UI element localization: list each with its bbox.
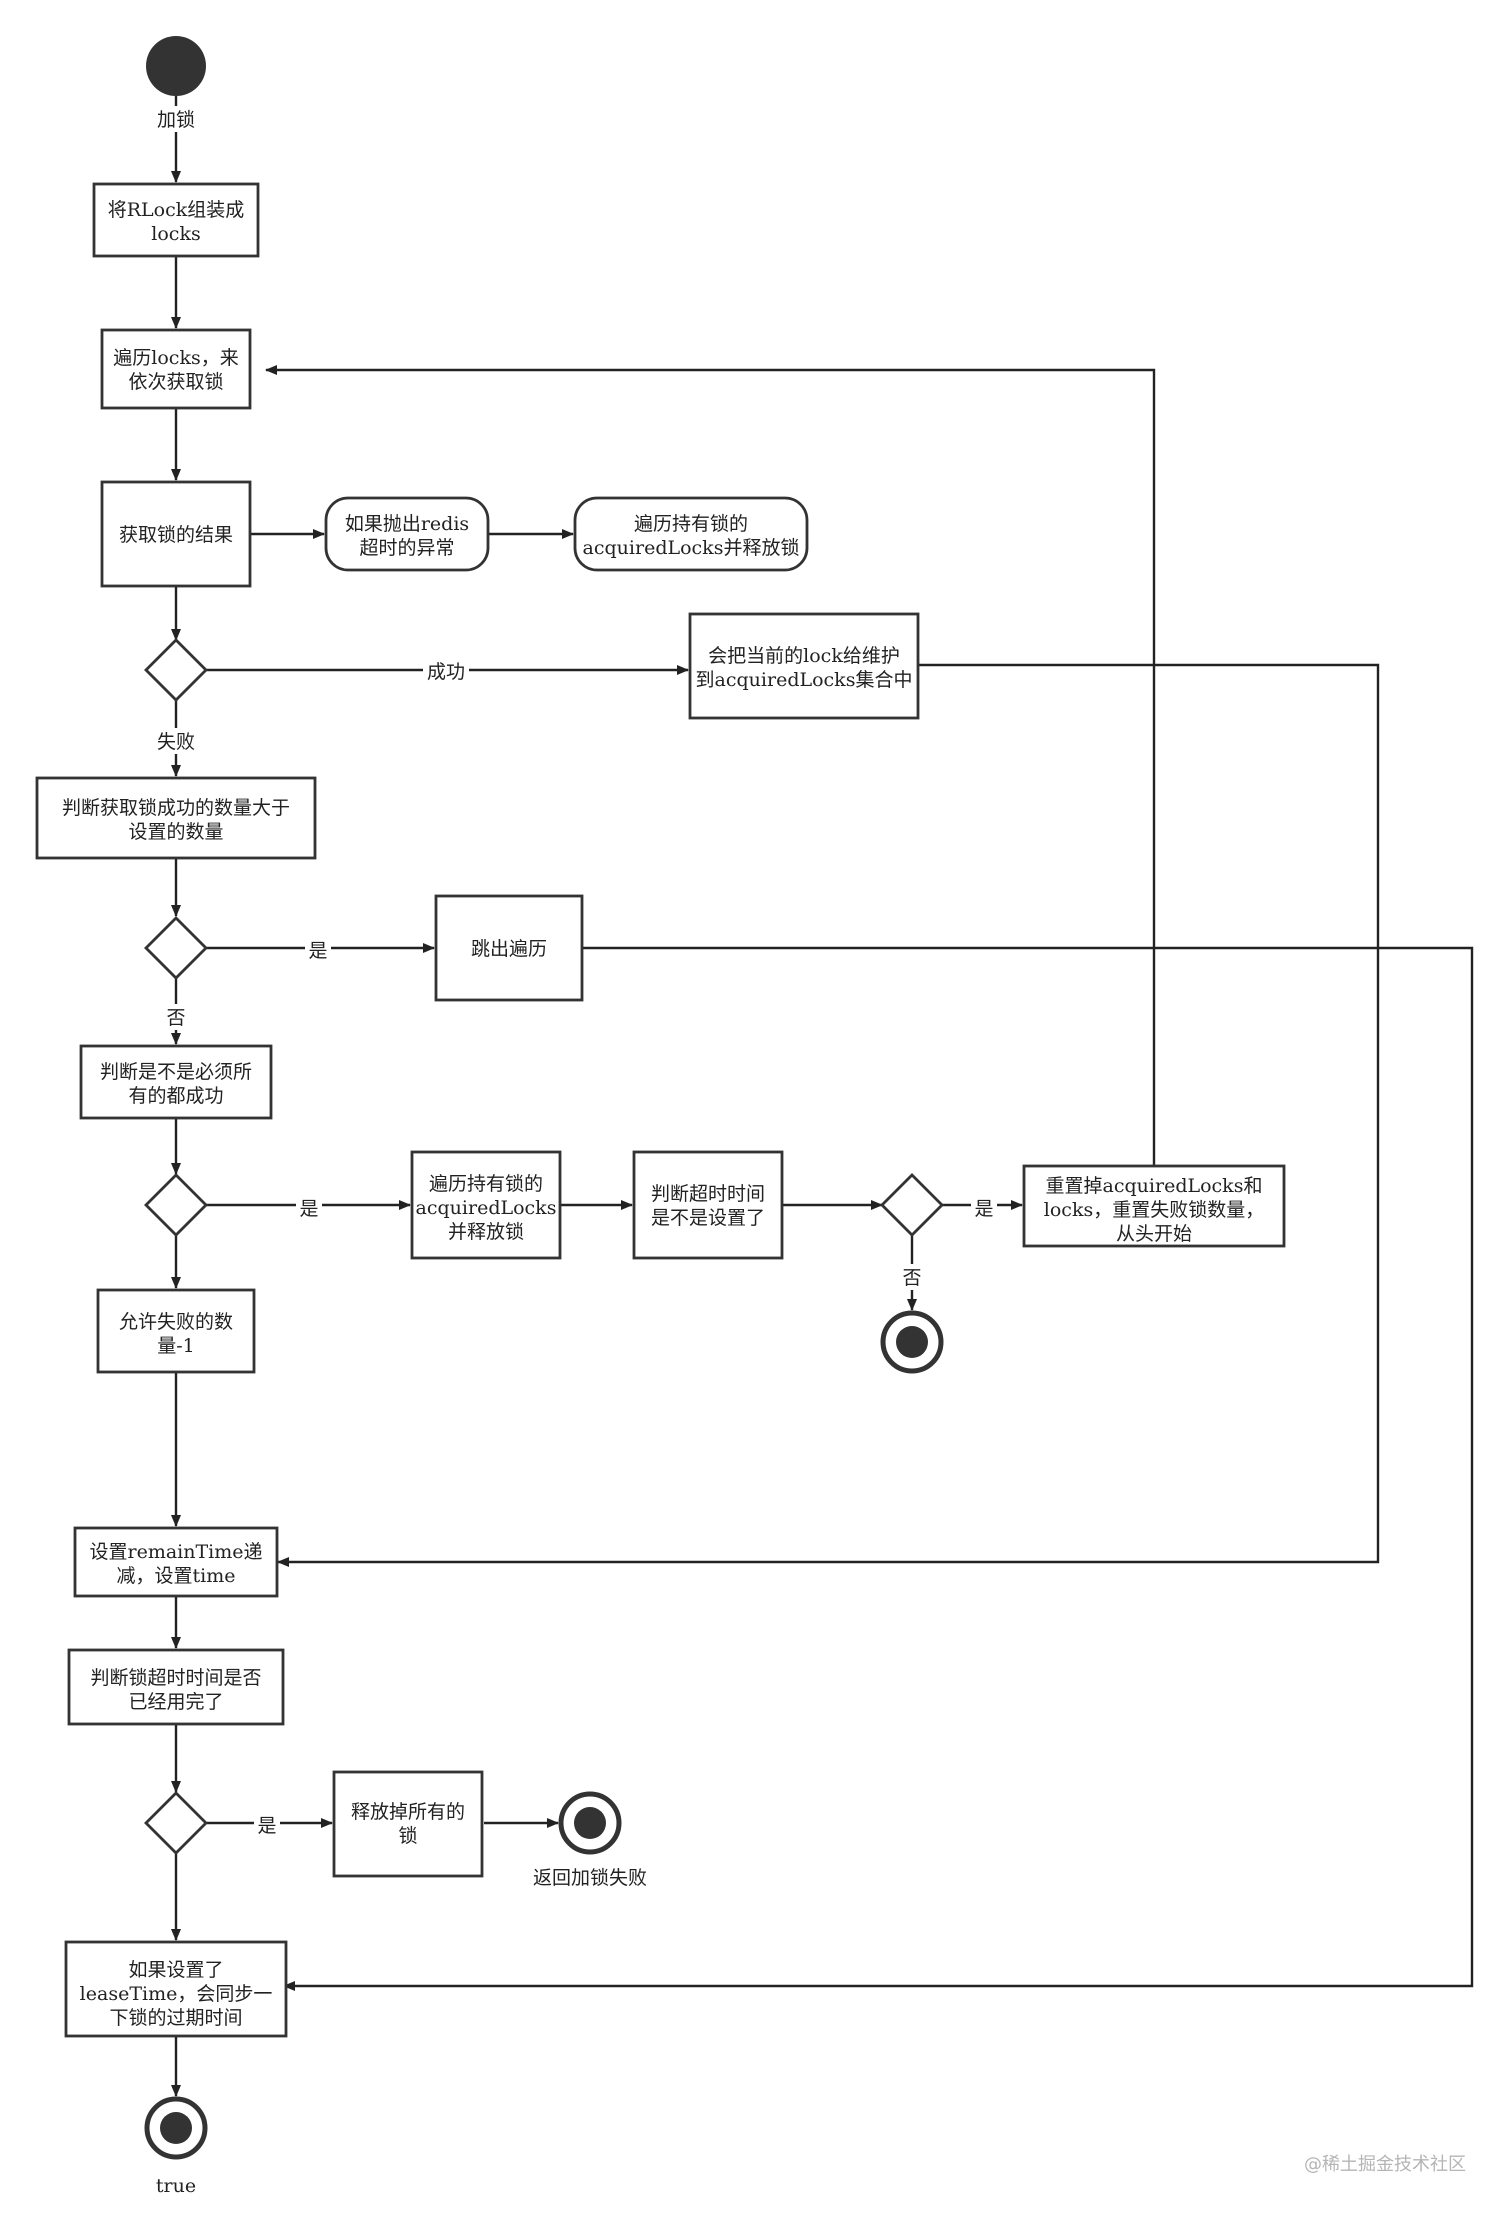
svg-text:释放掉所有的锁: 释放掉所有的锁 (351, 1801, 465, 1847)
edge-label-yes-3: 是 (974, 1198, 993, 1220)
decision-timeout-set (880, 1173, 944, 1237)
svg-text:设置remainTime递减，设置time: 设置remainTime递减，设置time (90, 1541, 263, 1587)
svg-text:判断获取锁成功的数量大于设置的数量: 判断获取锁成功的数量大于设置的数量 (62, 797, 290, 843)
svg-text:判断锁超时时间是否已经用完了: 判断锁超时时间是否已经用完了 (90, 1667, 261, 1713)
node-text: 判断是不是必须所 (100, 1061, 252, 1083)
node-text: 已经用完了 (128, 1691, 223, 1713)
edge-label-yes-4: 是 (257, 1815, 276, 1837)
edge-label-no-1: 否 (166, 1007, 185, 1029)
node-text: 跳出遍历 (471, 938, 547, 960)
end-node-true (144, 2096, 208, 2160)
node-text: 释放掉所有的 (351, 1801, 465, 1823)
node-add-to-acquired: 会把当前的lock给维护到acquiredLocks集合中 (688, 612, 920, 720)
edge-label-no-3: 否 (902, 1267, 921, 1289)
node-allowed-fail-dec: 允许失败的数量-1 (96, 1288, 256, 1374)
edge-labels: 成功 失败 是 否 是 是 否 是 (153, 658, 997, 1838)
node-text: 下锁的过期时间 (109, 2007, 242, 2029)
node-check-all-required: 判断是不是必须所有的都成功 (79, 1044, 273, 1120)
svg-text:遍历locks，来依次获取锁: 遍历locks，来依次获取锁 (113, 347, 238, 393)
edge-add-remain (277, 663, 1380, 1567)
node-text: 判断超时时间 (651, 1183, 765, 1205)
node-text: locks，重置失败锁数量， (1044, 1199, 1264, 1221)
node-break-loop: 跳出遍历 (434, 894, 584, 1002)
node-text: 设置的数量 (128, 821, 223, 843)
node-text: 判断锁超时时间是否 (90, 1667, 261, 1689)
node-set-remain-time: 设置remainTime递减，设置time (73, 1526, 279, 1598)
decision-all-required (144, 1173, 208, 1237)
edge-break-sync (283, 946, 1474, 1991)
end-node-fail (558, 1791, 622, 1855)
decision-get-result (144, 638, 208, 702)
node-text: 将RLock组装成 (108, 199, 245, 221)
node-text: 有的都成功 (128, 1085, 223, 1107)
edge-reset-iterate (265, 365, 1156, 1166)
node-check-timeout-set: 判断超时时间是不是设置了 (632, 1150, 784, 1260)
node-text: acquiredLocks (416, 1197, 557, 1219)
edge-label-yes-1: 是 (308, 940, 327, 962)
node-text: 超时的异常 (359, 537, 454, 559)
node-text: acquiredLocks并释放锁 (583, 537, 800, 559)
end-label-fail: 返回加锁失败 (533, 1867, 647, 1889)
start-node (146, 36, 206, 96)
node-text: 到acquiredLocks集合中 (696, 669, 913, 691)
node-text: 允许失败的数 (119, 1311, 233, 1333)
node-check-time-used: 判断锁超时时间是否已经用完了 (67, 1648, 285, 1726)
end-node-timeout (880, 1310, 944, 1374)
node-text: leaseTime，会同步一 (80, 1983, 273, 2005)
svg-text:判断超时时间是不是设置了: 判断超时时间是不是设置了 (651, 1183, 765, 1229)
node-text: 判断获取锁成功的数量大于 (62, 797, 290, 819)
node-text: 会把当前的lock给维护 (708, 645, 900, 667)
node-iterate-locks: 遍历locks，来依次获取锁 (100, 328, 252, 410)
node-text: 锁 (398, 1825, 417, 1847)
edge-label-success: 成功 (427, 661, 465, 683)
svg-text:允许失败的数量-1: 允许失败的数量-1 (119, 1311, 233, 1357)
node-text: 减，设置time (117, 1565, 236, 1587)
edge-label-yes-2: 是 (299, 1198, 318, 1220)
node-release-all: 释放掉所有的锁 (332, 1770, 484, 1878)
decision-success-count (144, 916, 208, 980)
start-label: 加锁 (157, 109, 195, 131)
node-text: 量-1 (157, 1335, 195, 1357)
svg-text:判断是不是必须所有的都成功: 判断是不是必须所有的都成功 (100, 1061, 252, 1107)
node-text: 设置remainTime递 (90, 1541, 263, 1563)
node-text: 从头开始 (1116, 1223, 1192, 1245)
node-text: 如果抛出redis (345, 513, 469, 535)
node-text: 重置掉acquiredLocks和 (1046, 1175, 1263, 1197)
node-get-result: 获取锁的结果 (100, 480, 252, 588)
node-text: 并释放锁 (448, 1221, 524, 1243)
end-label-true: true (156, 2175, 196, 2197)
node-text: 遍历持有锁的 (634, 513, 748, 535)
node-text: 遍历持有锁的 (429, 1173, 543, 1195)
watermark: @稀土掘金技术社区 (1304, 2154, 1466, 2175)
decision-time-used (144, 1791, 208, 1855)
edge-label-fail: 失败 (157, 731, 195, 753)
svg-text:会把当前的lock给维护到acquiredLocks集合中: 会把当前的lock给维护到acquiredLocks集合中 (696, 645, 913, 691)
node-text: 获取锁的结果 (119, 524, 233, 546)
node-check-success-count: 判断获取锁成功的数量大于设置的数量 (35, 776, 317, 860)
node-text: 依次获取锁 (128, 371, 223, 393)
node-text: 是不是设置了 (651, 1207, 765, 1229)
node-text: 如果设置了 (128, 1959, 223, 1981)
node-text: 遍历locks，来 (113, 347, 238, 369)
node-text: locks (151, 223, 200, 245)
